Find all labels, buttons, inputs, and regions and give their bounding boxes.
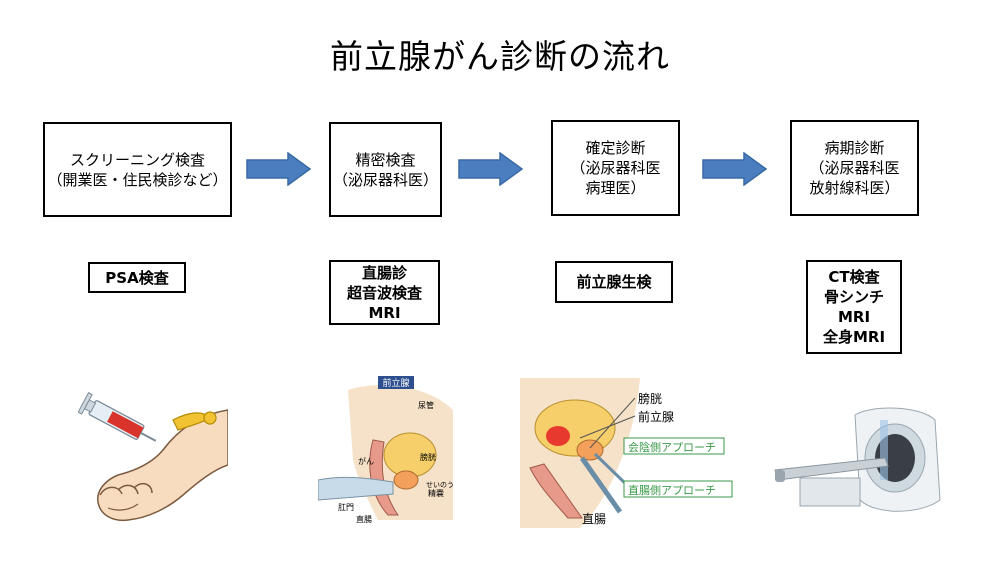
label-rectal-approach: 直腸側アプローチ — [628, 483, 716, 497]
label-seminal-ruby: せいのう — [426, 481, 454, 489]
label-bladder: 膀胱 — [638, 391, 662, 406]
stage-definitive-line2: （泌尿器科医 — [570, 159, 661, 177]
exam-line: 超音波検査 — [346, 283, 422, 302]
label-prostate: 前立腺 — [382, 377, 409, 389]
label-seminal: 精嚢 — [428, 488, 444, 498]
stage-detailed: 精密検査 （泌尿器科医） — [329, 122, 442, 217]
stage-definitive-line1: 確定診断 — [585, 139, 646, 157]
stage-screening-line2: （開業医・住民検診など） — [47, 170, 228, 189]
exam-line: CT検査 — [828, 268, 880, 286]
stage-detailed-line2: （泌尿器科医） — [332, 170, 438, 189]
stage-definitive: 確定診断 （泌尿器科医 病理医） — [551, 120, 680, 216]
stage-staging-line2: （泌尿器科医 — [809, 159, 900, 177]
biopsy-approach-illustration: 膀胱 前立腺 会陰側アプローチ 直腸側アプローチ 直腸 — [520, 378, 733, 528]
stage-staging: 病期診断 （泌尿器科医 放射線科医） — [790, 120, 919, 216]
flow-arrow-3 — [702, 152, 768, 186]
exam-box-detailed: 直腸診 超音波検査 MRI — [329, 260, 440, 325]
label-anus: 肛門 — [338, 503, 354, 512]
label-prostate: 前立腺 — [638, 409, 674, 424]
pelvic-anatomy-illustration: 前立腺 尿管 膀胱 がん せいのう 精嚢 肛門 直腸 — [318, 370, 458, 528]
stage-staging-line3: 放射線科医） — [809, 179, 900, 197]
label-ureter: 尿管 — [418, 400, 434, 410]
exam-line: MRI — [368, 303, 401, 322]
label-rectum: 直腸 — [582, 512, 606, 526]
flow-arrow-1 — [246, 152, 312, 186]
exam-box-screening: PSA検査 — [88, 262, 186, 293]
blood-draw-illustration — [78, 392, 228, 522]
exam-line: 骨シンチ — [823, 288, 884, 306]
mri-scanner-illustration — [774, 407, 941, 512]
exam-line: MRI — [837, 308, 871, 326]
stage-definitive-line3: 病理医） — [585, 179, 646, 197]
label-perineal-approach: 会陰側アプローチ — [628, 440, 716, 454]
exam-line: 全身MRI — [822, 328, 886, 346]
stage-screening-line1: スクリーニング検査 — [69, 150, 205, 169]
exam-box-definitive: 前立腺生検 — [555, 261, 673, 303]
stage-screening: スクリーニング検査 （開業医・住民検診など） — [43, 122, 232, 217]
exam-box-staging: CT検査 骨シンチ MRI 全身MRI — [806, 260, 902, 354]
flow-arrow-2 — [458, 152, 524, 186]
exam-line: 前立腺生検 — [576, 273, 652, 291]
exam-line: PSA検査 — [105, 268, 169, 287]
label-bladder: 膀胱 — [420, 452, 436, 462]
stage-staging-line1: 病期診断 — [824, 139, 885, 157]
label-cancer: がん — [358, 456, 374, 466]
label-rectum: 直腸 — [356, 514, 372, 524]
page-title: 前立腺がん診断の流れ — [330, 37, 670, 76]
exam-line: 直腸診 — [361, 263, 407, 282]
stage-detailed-line1: 精密検査 — [355, 150, 416, 169]
